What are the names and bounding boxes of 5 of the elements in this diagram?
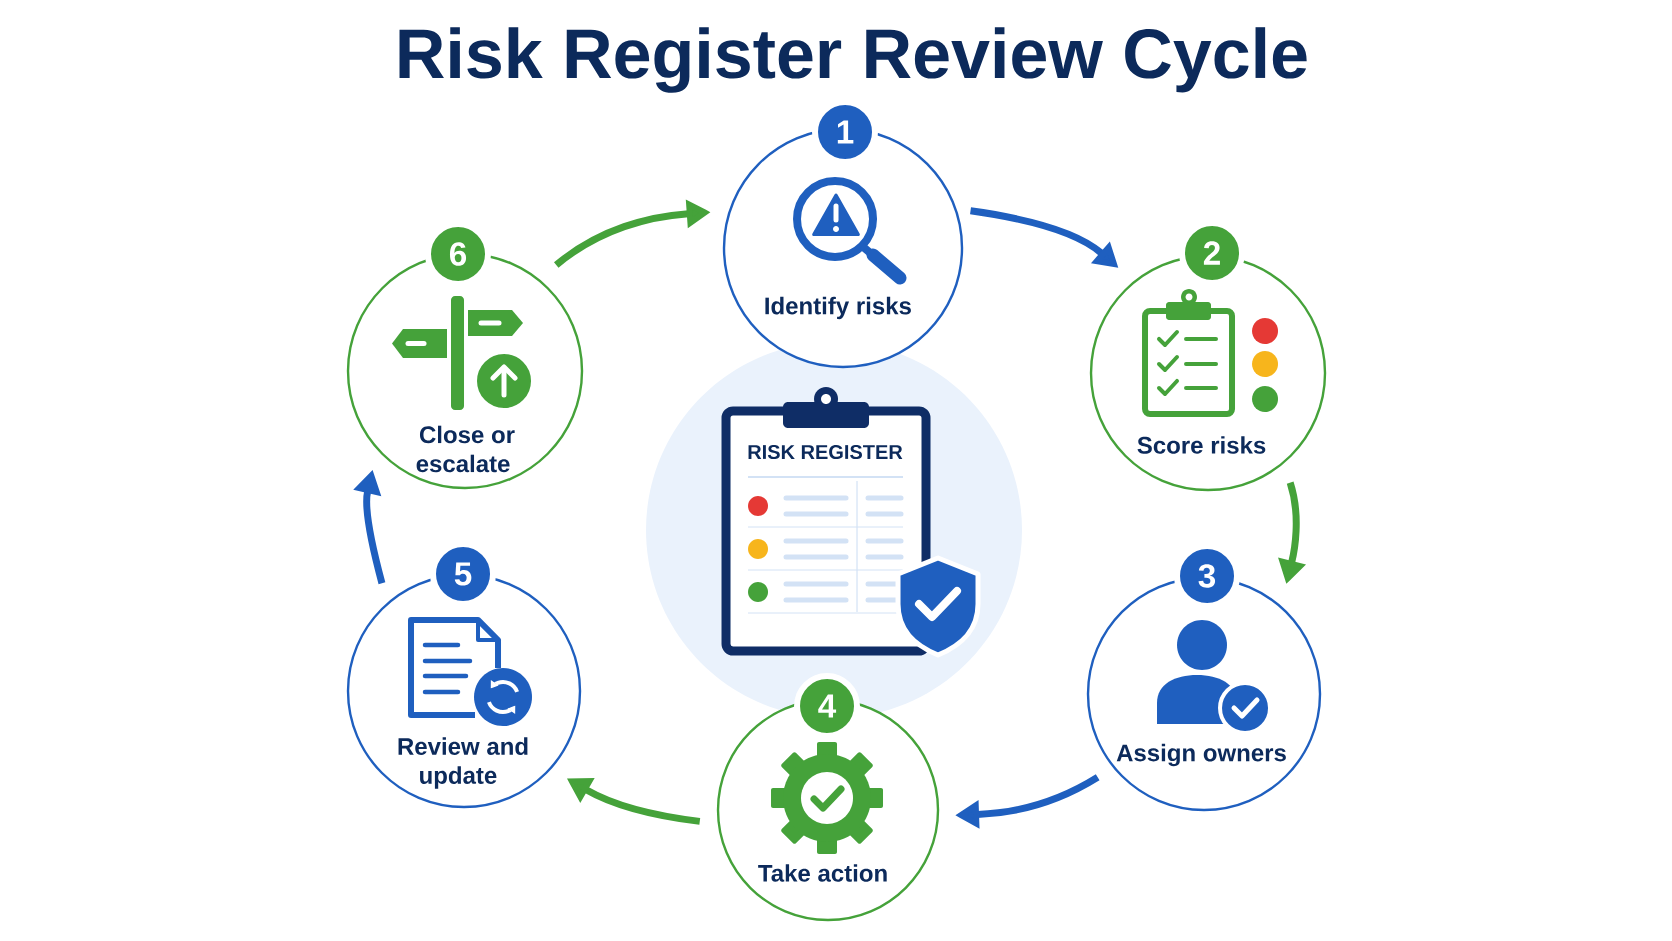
title: Risk Register Review Cycle	[399, 27, 1307, 93]
number-badge: 3	[1174, 543, 1240, 609]
number-badge: 6	[425, 221, 491, 287]
number-badge: 1	[812, 99, 878, 165]
number-badge: 5	[430, 541, 496, 607]
